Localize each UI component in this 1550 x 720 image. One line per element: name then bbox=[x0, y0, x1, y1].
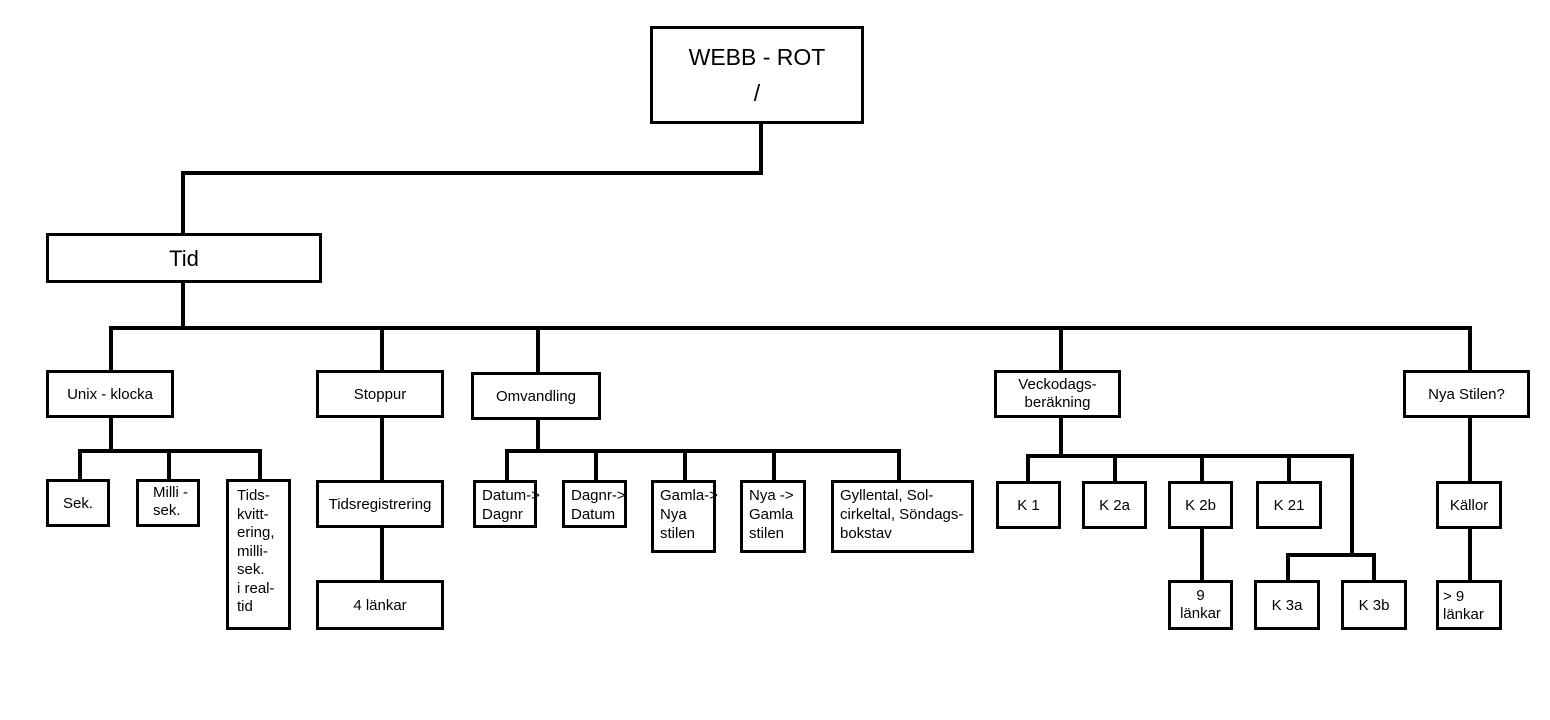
node-omvandling-label: Omvandling bbox=[495, 387, 577, 405]
node-k3a: K 3a bbox=[1254, 580, 1320, 630]
node-dagnr-datum-label: Dagnr-> Datum bbox=[571, 487, 626, 523]
node-omvandling: Omvandling bbox=[471, 372, 601, 420]
node-dagnr-datum: Dagnr-> Datum bbox=[562, 480, 627, 528]
node-k3b: K 3b bbox=[1341, 580, 1407, 630]
node-gamla-nya-stilen: Gamla-> Nya stilen bbox=[651, 480, 718, 553]
node-stoppur-label: Stoppur bbox=[353, 385, 407, 403]
node-k2b: K 2b bbox=[1168, 481, 1233, 529]
node-k2a-label: K 2a bbox=[1099, 496, 1130, 514]
node-tidsregistrering-label: Tidsregistrering bbox=[328, 495, 432, 513]
node-tidsregistrering: Tidsregistrering bbox=[316, 480, 444, 528]
node-veckodagsberakning: Veckodags- beräkning bbox=[994, 370, 1121, 418]
node-9-lankar-label: 9 länkar bbox=[1180, 587, 1221, 622]
node-k1: K 1 bbox=[996, 481, 1061, 529]
node-sek: Sek. bbox=[46, 479, 110, 527]
node-tid-label: Tid bbox=[169, 245, 199, 271]
node-veckodagsberakning-label: Veckodags- beräkning bbox=[1018, 376, 1097, 411]
node-9-lankar: 9 länkar bbox=[1168, 580, 1233, 630]
node-nya-gamla-stilen-label: Nya -> Gamla stilen bbox=[749, 487, 794, 542]
node-kallor-label: Källor bbox=[1449, 496, 1489, 514]
root-title: WEBB - ROT bbox=[688, 44, 826, 70]
node-k2a: K 2a bbox=[1082, 481, 1147, 529]
node-k21-label: K 21 bbox=[1273, 496, 1305, 514]
node-k3a-label: K 3a bbox=[1271, 596, 1303, 614]
node-4-lankar: 4 länkar bbox=[316, 580, 444, 630]
node-tidskvittering: Tids- kvitt- ering, milli- sek. i real- … bbox=[226, 479, 291, 630]
root-node: WEBB - ROT / bbox=[650, 26, 864, 124]
node-k3b-label: K 3b bbox=[1358, 596, 1390, 614]
node-over-9-lankar-label: > 9 länkar bbox=[1443, 588, 1484, 623]
node-stoppur: Stoppur bbox=[316, 370, 444, 418]
node-nya-stilen-label: Nya Stilen? bbox=[1428, 385, 1505, 403]
node-nya-stilen: Nya Stilen? bbox=[1403, 370, 1530, 418]
node-millisek-label: Milli - sek. bbox=[153, 484, 188, 519]
root-path: / bbox=[753, 80, 761, 106]
node-nya-gamla-stilen: Nya -> Gamla stilen bbox=[740, 480, 806, 553]
node-datum-dagnr: Datum-> Dagnr bbox=[473, 480, 540, 528]
node-gyllental: Gyllental, Sol- cirkeltal, Söndags- boks… bbox=[831, 480, 974, 553]
node-k1-label: K 1 bbox=[1017, 496, 1040, 514]
node-4-lankar-label: 4 länkar bbox=[353, 596, 407, 614]
node-unix-klocka-label: Unix - klocka bbox=[67, 385, 153, 403]
node-sek-label: Sek. bbox=[62, 494, 93, 512]
node-over-9-lankar: > 9 länkar bbox=[1436, 580, 1502, 630]
node-kallor: Källor bbox=[1436, 481, 1502, 529]
node-k2b-label: K 2b bbox=[1185, 496, 1216, 514]
node-datum-dagnr-label: Datum-> Dagnr bbox=[482, 487, 540, 523]
node-gyllental-label: Gyllental, Sol- cirkeltal, Söndags- boks… bbox=[840, 487, 964, 542]
node-tidskvittering-label: Tids- kvitt- ering, milli- sek. i real- … bbox=[237, 487, 275, 615]
node-tid: Tid bbox=[46, 233, 322, 283]
node-k21: K 21 bbox=[1256, 481, 1322, 529]
node-gamla-nya-stilen-label: Gamla-> Nya stilen bbox=[660, 487, 718, 542]
node-unix-klocka: Unix - klocka bbox=[46, 370, 174, 418]
node-millisek: Milli - sek. bbox=[136, 479, 200, 527]
